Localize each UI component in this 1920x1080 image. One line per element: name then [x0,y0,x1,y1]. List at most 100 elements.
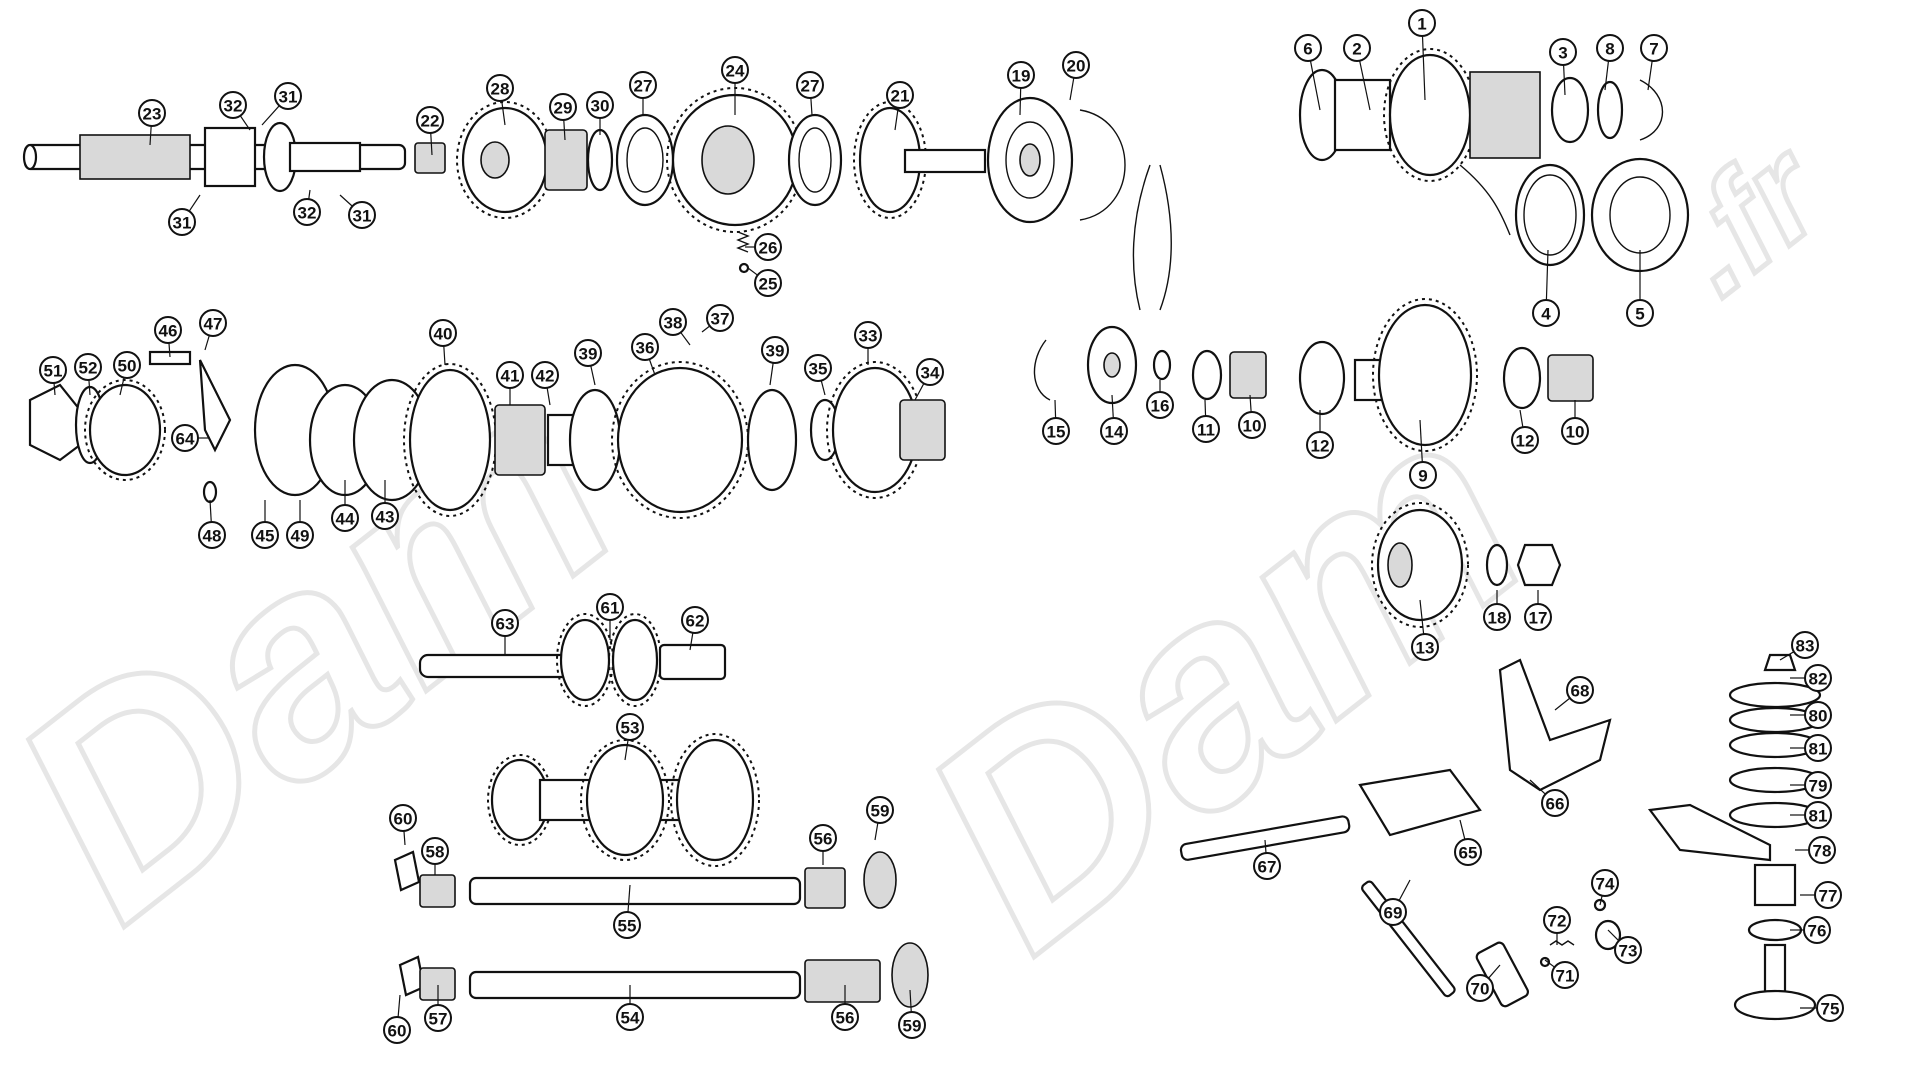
part-callout-27: 27 [629,71,657,99]
callout-circle [629,71,657,99]
part-callout-83: 83 [1791,631,1819,659]
leader-line-31c [339,194,353,207]
callout-circle [424,1004,452,1032]
callout-number: 83 [1796,637,1815,656]
leader-lines [53,35,1817,1018]
callout-number: 21 [891,87,910,106]
leader-line-46 [168,342,171,358]
callout-circle [804,354,832,382]
callout-number: 35 [809,360,828,379]
callout-number: 33 [859,327,878,346]
part-callout-54: 54 [616,1003,644,1031]
callout-circle [39,356,67,384]
part-callout-10b: 10 [1561,417,1589,445]
callout-circle [113,351,141,379]
part-callout-63: 63 [491,609,519,637]
part-callout-1: 1 [1408,9,1436,37]
callout-circle [706,304,734,332]
callout-circle [1408,9,1436,37]
leader-line-59b [909,989,912,1013]
callout-number: 56 [814,830,833,849]
leader-line-32b [308,189,311,200]
leader-line-28 [501,100,506,126]
oil-seal-4 [1514,163,1586,267]
callout-number: 59 [903,1017,922,1036]
part-callout-82: 82 [1804,664,1832,692]
callout-number: 8 [1605,40,1614,59]
callout-number: 39 [579,345,598,364]
part-callout-21: 21 [886,81,914,109]
callout-circle [1549,38,1577,66]
callout-circle [293,198,321,226]
callout-number: 32 [224,97,243,116]
callout-circle [1466,974,1494,1002]
leader-line-51 [53,382,56,396]
part-callout-49: 49 [286,521,314,549]
leader-line-48 [209,499,212,523]
callout-number: 67 [1258,858,1277,877]
part-callout-68: 68 [1566,676,1594,704]
callout-number: 19 [1012,67,1031,86]
callout-number: 6 [1303,40,1312,59]
callout-number: 40 [434,325,453,344]
leader-line-38 [680,332,691,346]
callout-circle [1100,417,1128,445]
leader-line-9 [1419,419,1423,463]
leader-line-83 [1779,651,1795,661]
leader-line-35 [820,380,826,396]
callout-number: 49 [291,527,310,546]
part-callout-28: 28 [486,74,514,102]
callout-number: 68 [1571,682,1590,701]
callout-circle [74,353,102,381]
callout-number: 10 [1243,417,1262,436]
callout-number: 32 [298,204,317,223]
part-callout-55: 55 [613,911,641,939]
callout-number: 70 [1471,980,1490,999]
leader-line-55 [627,884,631,913]
part-callout-74: 74 [1591,869,1619,897]
callout-number: 31 [173,214,192,233]
callout-circle [886,81,914,109]
leader-line-74 [1599,895,1603,906]
callout-number: 36 [636,339,655,358]
leader-line-67 [1264,839,1267,854]
part-callout-5: 5 [1626,299,1654,327]
callout-circle [754,233,782,261]
part-callout-37: 37 [706,304,734,332]
part-callout-31: 31 [274,82,302,110]
part-callout-23: 23 [138,99,166,127]
callout-number: 46 [159,322,178,341]
leader-line-29 [563,119,566,141]
part-callout-50: 50 [113,351,141,379]
leader-line-4 [1545,249,1549,301]
part-callout-42: 42 [531,361,559,389]
callout-number: 75 [1821,1000,1840,1019]
part-callout-69: 69 [1379,898,1407,926]
callout-circle [1804,771,1832,799]
part-callout-31b: 31 [168,208,196,236]
callout-circle [1591,869,1619,897]
leader-line-42 [546,387,551,406]
callout-number: 74 [1596,875,1615,894]
leader-line-25 [747,267,758,276]
spring-26 [736,231,750,274]
part-callout-35: 35 [804,354,832,382]
ring-30 [586,128,614,192]
part-callout-12: 12 [1306,431,1334,459]
leader-line-36 [648,359,656,376]
callout-circle [198,521,226,549]
leader-line-37 [701,325,711,333]
part-callout-24: 24 [721,56,749,84]
interlock-group [1647,653,1822,1021]
callout-circle [1409,461,1437,489]
callout-number: 43 [376,508,395,527]
layshaft-55 [393,850,897,909]
callout-circle [1814,881,1842,909]
callout-circle [1804,701,1832,729]
callout-number: 47 [204,315,223,334]
callout-circle [154,316,182,344]
callout-number: 51 [44,362,63,381]
callout-number: 54 [621,1009,640,1028]
callout-number: 73 [1619,942,1638,961]
